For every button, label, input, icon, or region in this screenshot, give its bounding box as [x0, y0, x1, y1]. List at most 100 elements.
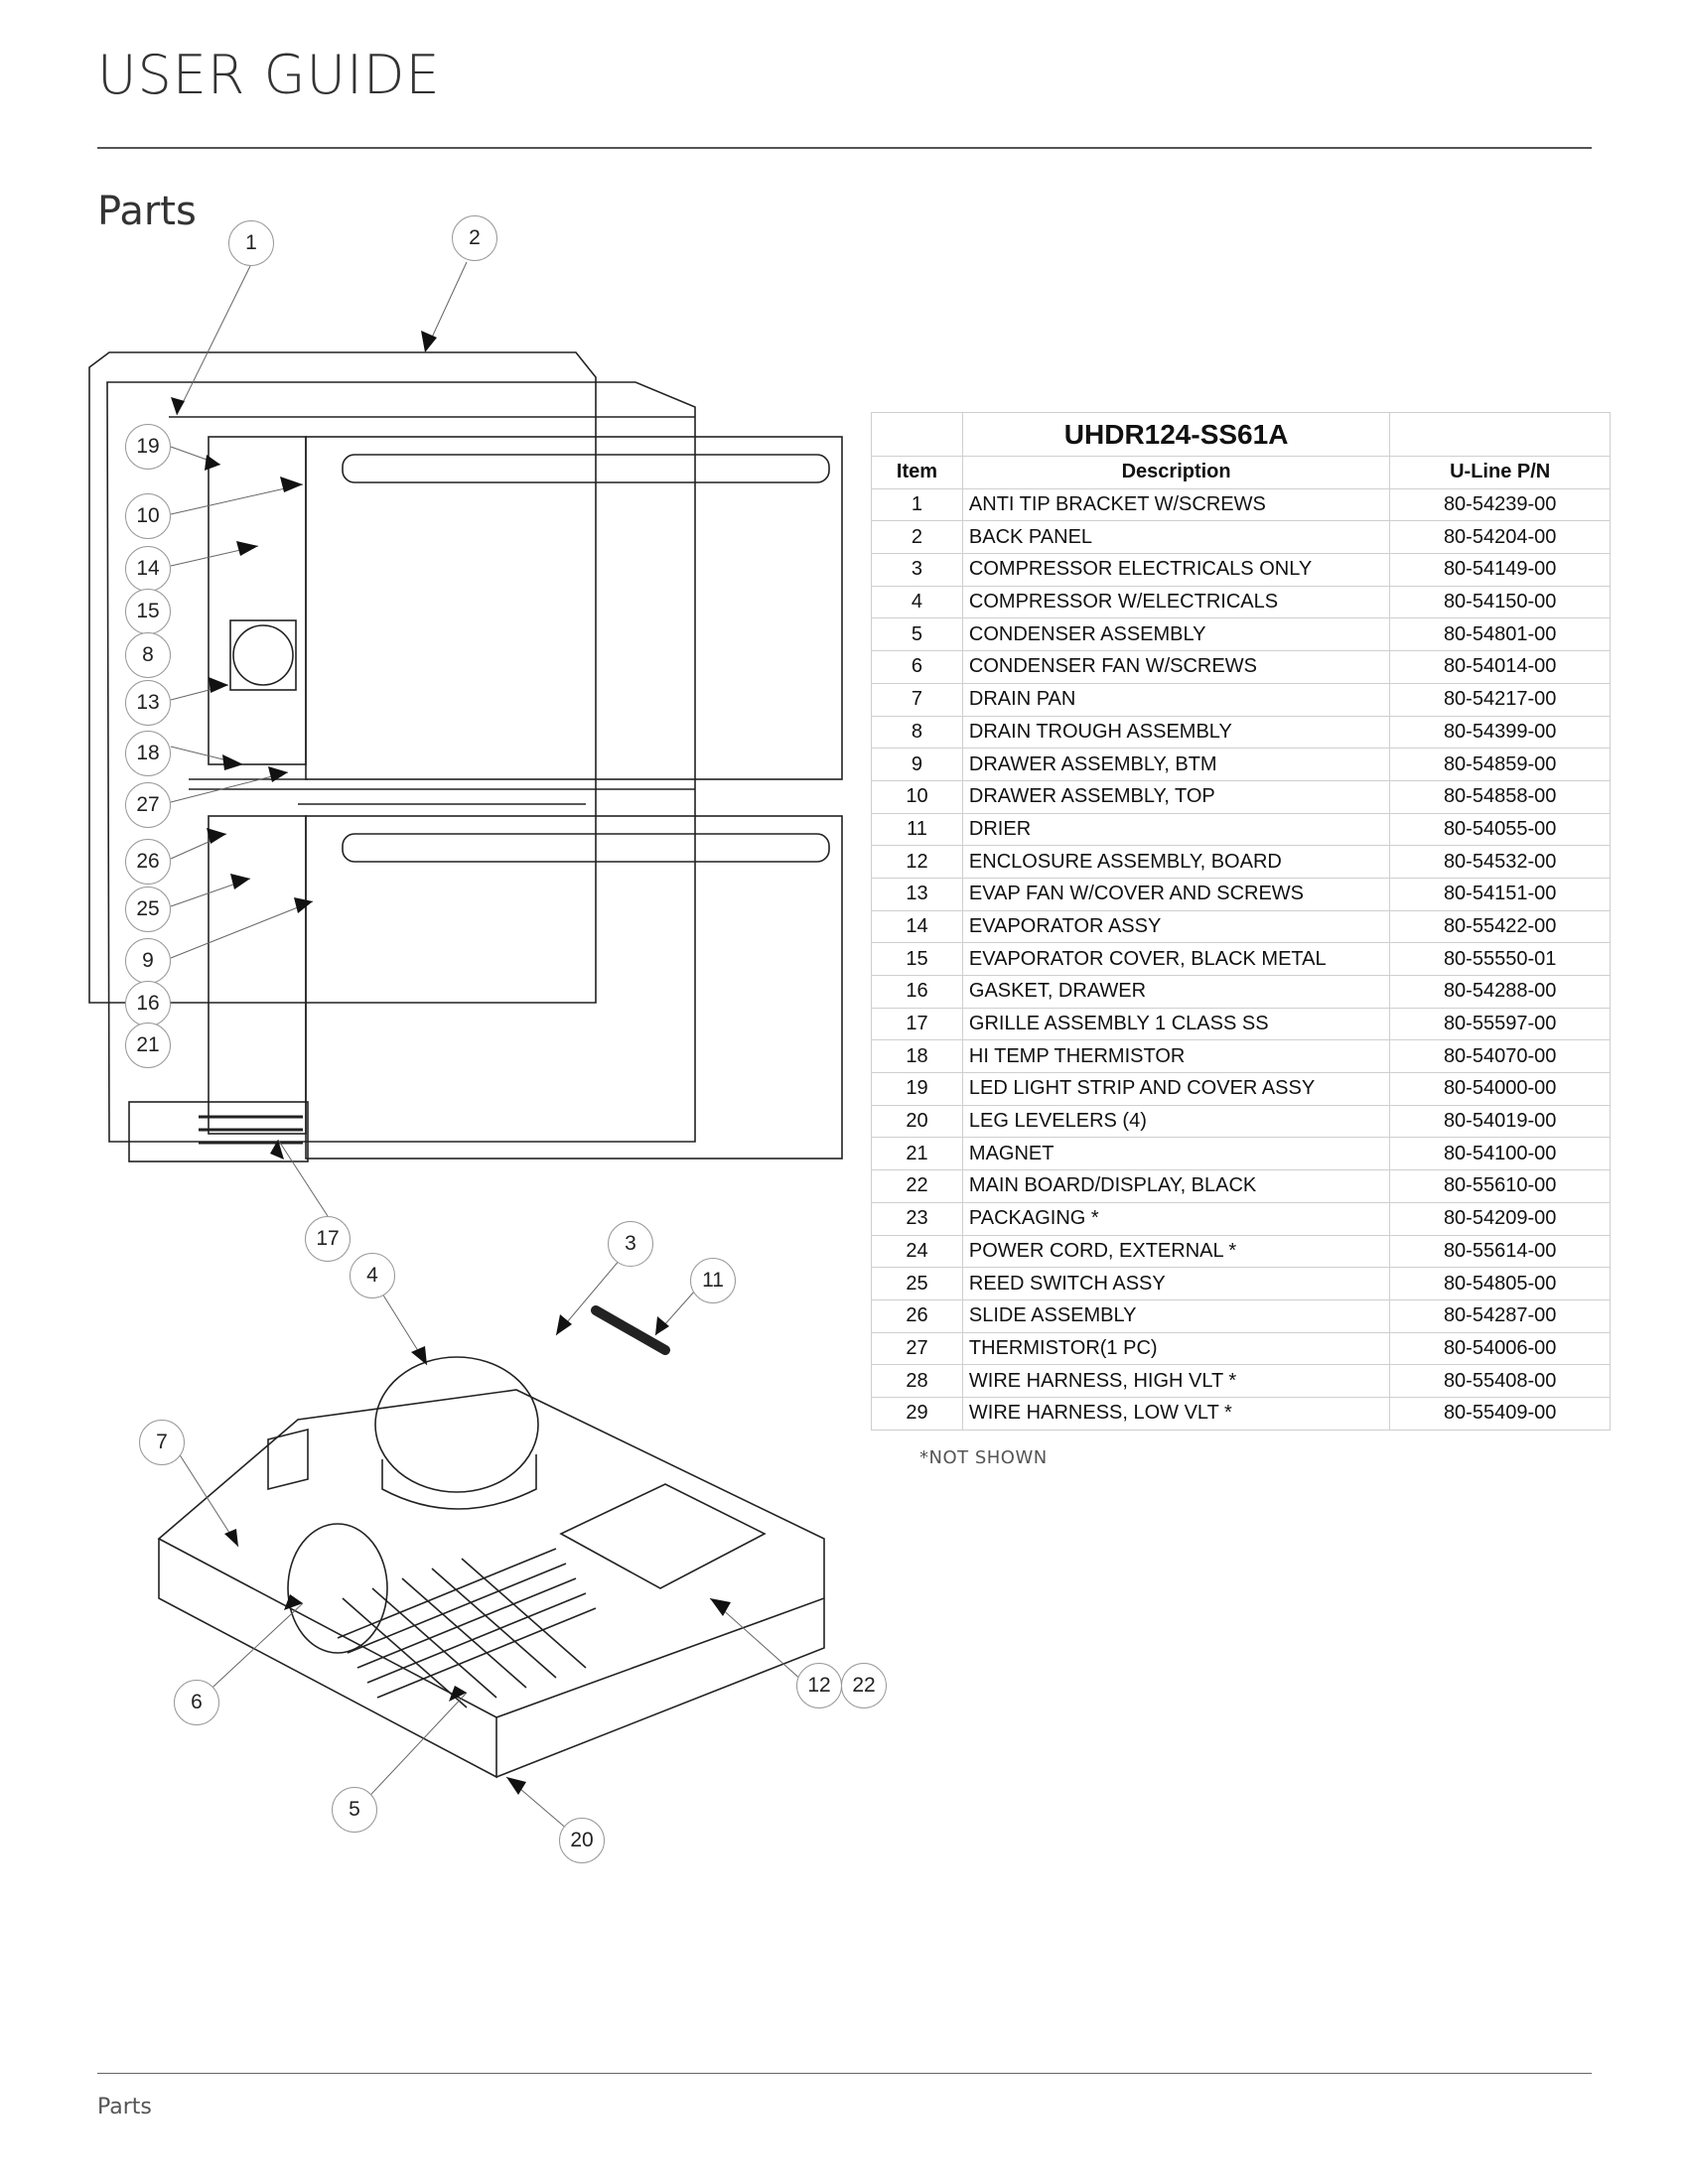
- callout-20: 20: [559, 1818, 605, 1863]
- callout-25: 25: [125, 887, 171, 932]
- cell-description: COMPRESSOR ELECTRICALS ONLY: [961, 553, 1391, 587]
- page-header-title: USER GUIDE: [97, 44, 441, 106]
- cell-item-number: 11: [871, 812, 963, 847]
- cell-item-number: 13: [871, 877, 963, 911]
- cell-item-number: 29: [871, 1396, 963, 1431]
- callout-4: 4: [350, 1253, 395, 1298]
- cell-item-number: 8: [871, 715, 963, 750]
- cell-item-number: 15: [871, 942, 963, 976]
- cell-description: DRAWER ASSEMBLY, BTM: [961, 748, 1391, 781]
- column-header-description: Description: [961, 456, 1391, 489]
- cell-item-number: 14: [871, 909, 963, 944]
- cell-part-number: 80-54019-00: [1389, 1104, 1611, 1139]
- cell-item-number: 12: [871, 845, 963, 879]
- callout-11: 11: [690, 1258, 736, 1303]
- cell-part-number: 80-54287-00: [1389, 1298, 1611, 1333]
- cell-item-number: 5: [871, 617, 963, 652]
- cell-item-number: 22: [871, 1169, 963, 1203]
- not-shown-note: *NOT SHOWN: [919, 1447, 1048, 1468]
- cell-item-number: 9: [871, 748, 963, 781]
- callout-26: 26: [125, 839, 171, 885]
- bottom-drawer-handle: [342, 833, 830, 863]
- cell-description: MAIN BOARD/DISPLAY, BLACK: [961, 1169, 1391, 1203]
- cell-part-number: 80-54014-00: [1389, 650, 1611, 684]
- cell-item-number: 7: [871, 682, 963, 717]
- cell-part-number: 80-54149-00: [1389, 553, 1611, 587]
- cell-part-number: 80-55614-00: [1389, 1234, 1611, 1269]
- callout-2: 2: [452, 215, 497, 261]
- drain-pan: [267, 1428, 309, 1491]
- cell-description: DRIER: [961, 812, 1391, 847]
- cell-part-number: 80-55597-00: [1389, 1007, 1611, 1041]
- cell-part-number: 80-54399-00: [1389, 715, 1611, 750]
- callout-3: 3: [608, 1221, 653, 1267]
- cell-item-number: 21: [871, 1137, 963, 1171]
- condenser-coils: [337, 1548, 597, 1708]
- cell-description: GRILLE ASSEMBLY 1 CLASS SS: [961, 1007, 1391, 1041]
- model-number: UHDR124-SS61A: [961, 412, 1391, 457]
- cell-description: GASKET, DRAWER: [961, 975, 1391, 1009]
- top-drawer-front: [305, 436, 843, 780]
- cell-part-number: 80-55550-01: [1389, 942, 1611, 976]
- footer-divider: [97, 2073, 1592, 2074]
- callout-21: 21: [125, 1023, 171, 1068]
- cell-description: POWER CORD, EXTERNAL *: [961, 1234, 1391, 1269]
- header-divider: [97, 147, 1592, 149]
- cell-description: WIRE HARNESS, LOW VLT *: [961, 1396, 1391, 1431]
- cell-part-number: 80-54100-00: [1389, 1137, 1611, 1171]
- callout-5: 5: [332, 1787, 377, 1833]
- footer-section-label: Parts: [97, 2095, 152, 2119]
- cell-item-number: 23: [871, 1201, 963, 1236]
- cell-description: SLIDE ASSEMBLY: [961, 1298, 1391, 1333]
- cell-description: THERMISTOR(1 PC): [961, 1331, 1391, 1366]
- cell-part-number: 80-54217-00: [1389, 682, 1611, 717]
- cell-description: MAGNET: [961, 1137, 1391, 1171]
- callout-18: 18: [125, 731, 171, 776]
- cell-description: REED SWITCH ASSY: [961, 1267, 1391, 1300]
- cell-part-number: 80-54006-00: [1389, 1331, 1611, 1366]
- cell-part-number: 80-54204-00: [1389, 520, 1611, 555]
- cell-part-number: 80-54151-00: [1389, 877, 1611, 911]
- cell-part-number: 80-54805-00: [1389, 1267, 1611, 1300]
- cell-description: DRAIN TROUGH ASSEMBLY: [961, 715, 1391, 750]
- cell-description: DRAWER ASSEMBLY, TOP: [961, 779, 1391, 814]
- top-drawer-handle: [342, 454, 830, 483]
- callout-1: 1: [228, 220, 274, 266]
- diagram-drawing: [88, 261, 843, 1838]
- callout-15: 15: [125, 589, 171, 634]
- cell-item-number: 6: [871, 650, 963, 684]
- cell-part-number: 80-54858-00: [1389, 779, 1611, 814]
- main-board: [559, 1483, 767, 1589]
- callout-12: 12: [796, 1663, 842, 1708]
- cell-description: BACK PANEL: [961, 520, 1391, 555]
- cell-part-number: 80-54288-00: [1389, 975, 1611, 1009]
- compressor: [374, 1356, 539, 1493]
- cell-description: EVAP FAN W/COVER AND SCREWS: [961, 877, 1391, 911]
- cell-part-number: 80-54859-00: [1389, 748, 1611, 781]
- callout-9: 9: [125, 938, 171, 984]
- cell-item-number: 18: [871, 1039, 963, 1074]
- cell-part-number: 80-54055-00: [1389, 812, 1611, 847]
- cell-item-number: 20: [871, 1104, 963, 1139]
- drier: [591, 1305, 670, 1355]
